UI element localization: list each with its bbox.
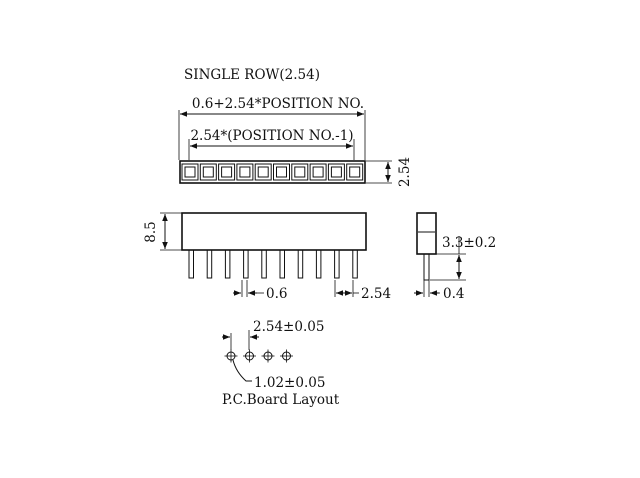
front-pin [206,249,213,279]
hole-dim-leader [232,359,252,382]
pin-pitch-dim-label: 2.54 [361,286,391,302]
top-cell-outer [327,163,345,181]
top-cell-inner [294,166,306,178]
top-cell-outer [291,163,309,181]
drawing-title: SINGLE ROW(2.54) [184,67,320,83]
top-cell-outer [199,163,217,181]
top-cell-inner [312,166,324,178]
front-pin [279,249,285,279]
top-cell-outer [273,163,290,181]
side-view-pin [423,253,430,281]
side-view: 3.3±0.2 0.4 [414,212,496,302]
top-overall-dim-label: 0.6+2.54*POSITION NO. [192,96,364,112]
pcb-pitch-dim-label: 2.54±0.05 [253,319,324,335]
top-cell-outer [236,163,254,181]
top-cell-inner [239,166,251,178]
pcb-holes [224,349,293,363]
top-cell-outer [181,163,199,181]
top-cell-outer [254,163,272,181]
top-cell-inner [184,166,196,178]
front-pin [188,249,194,279]
top-cell-inner [221,166,233,178]
top-view-cells [181,163,364,181]
pin-width-dim-label: 0.6 [266,286,287,302]
front-pin [297,249,304,279]
front-view: 8.5 0.6 2.54 [143,212,391,302]
hole-dim-label: 1.02±0.05 [254,375,325,391]
front-pin [243,249,249,279]
tail-dim-label: 3.3±0.2 [442,235,496,251]
top-view: 0.6+2.54*POSITION NO. 2.54*(POSITION NO.… [178,96,413,187]
side-view-body [416,212,437,255]
top-cell-inner [276,166,287,178]
top-cell-outer [346,163,364,181]
front-pin [224,249,231,279]
pcb-layout: 2.54±0.05 1.02±0.05 P.C.Board Layout [222,319,340,408]
front-view-body [181,212,367,251]
front-height-dim-label: 8.5 [143,221,159,242]
top-cell-inner [202,166,214,178]
top-view-body [179,160,366,184]
top-cell-inner [330,166,342,178]
front-pin [261,249,267,279]
top-pitch-dim-label: 2.54*(POSITION NO.-1) [190,128,353,144]
top-cell-outer [218,163,236,181]
pcb-layout-caption: P.C.Board Layout [222,392,340,408]
front-view-pins [188,249,358,279]
top-cell-inner [349,166,361,178]
front-pin [315,249,322,279]
front-pin [334,249,340,279]
top-height-dim-label: 2.54 [397,157,413,187]
front-pin [352,249,358,279]
side-pin-dim-label: 0.4 [443,286,464,302]
top-cell-outer [309,163,327,181]
top-cell-inner [257,166,269,178]
